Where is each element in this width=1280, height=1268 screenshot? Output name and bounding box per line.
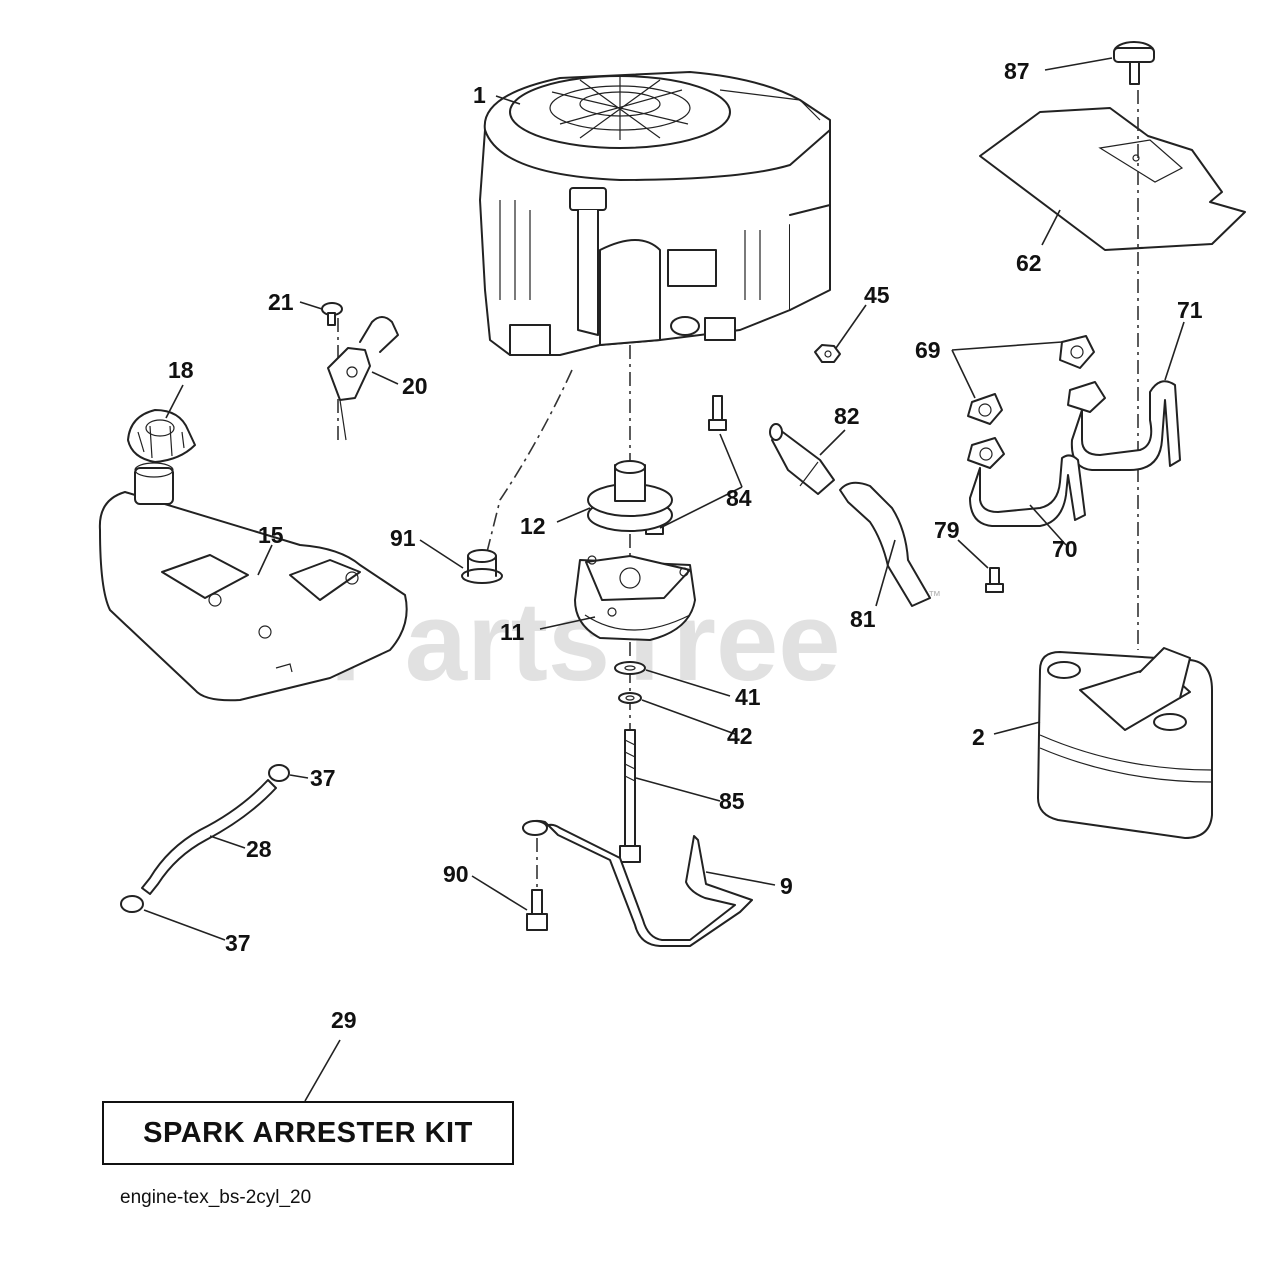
bracket-rod-9: [522, 819, 753, 947]
callout-28: 28: [246, 836, 272, 862]
bolt-90: [526, 889, 548, 931]
callout-21: 21: [268, 289, 294, 315]
fuel-tank-15: [98, 462, 408, 702]
callout-37-bottom: 37: [225, 930, 251, 956]
callout-11: 11: [500, 619, 525, 645]
callout-15: 15: [258, 522, 284, 548]
washer-42: [618, 692, 642, 704]
exhaust-pipe-70: [967, 437, 1086, 527]
clamp-37-top: [268, 764, 290, 782]
screw-21: [321, 302, 343, 326]
alignment-line-fuel: [484, 369, 573, 561]
callout-71: 71: [1177, 297, 1203, 323]
callout-20: 20: [402, 373, 428, 399]
callout-42: 42: [727, 723, 753, 749]
callout-41: 41: [735, 684, 761, 710]
hose-81: [839, 481, 931, 607]
muffler-2: [1037, 647, 1213, 839]
callout-91: 91: [390, 525, 416, 551]
callout-85: 85: [719, 788, 745, 814]
callout-45: 45: [864, 282, 890, 308]
callout-62: 62: [1016, 250, 1042, 276]
engine: [479, 71, 831, 356]
callout-1: 1: [473, 82, 486, 108]
spark-arrester-kit-box: SPARK ARRESTER KIT: [102, 1101, 514, 1165]
throttle-control-20: [327, 316, 399, 441]
exhaust-pipe-71: [1067, 380, 1181, 471]
callout-87: 87: [1004, 58, 1030, 84]
callout-9: 9: [780, 873, 793, 899]
gaskets-69: [967, 335, 1095, 425]
callout-69: 69: [915, 337, 941, 363]
callout-79: 79: [934, 517, 960, 543]
diagram-code: engine-tex_bs-2cyl_20: [120, 1187, 312, 1208]
fuel-cap-18: [127, 409, 196, 463]
bolt-85: [619, 729, 641, 863]
heat-shield-62: [979, 107, 1246, 251]
callout-labels: 1 87 62 21 20 45 71 69 18 82 84 12 91 15…: [168, 58, 1203, 1033]
callout-82: 82: [834, 403, 860, 429]
callout-18: 18: [168, 357, 194, 383]
pulley-12: [587, 460, 673, 532]
callout-84: 84: [726, 485, 752, 511]
electric-clutch-11: [574, 555, 696, 641]
callout-37-top: 37: [310, 765, 336, 791]
bushing-91: [461, 549, 503, 584]
callout-90: 90: [443, 861, 469, 887]
fitting-82: [769, 423, 835, 495]
callout-12: 12: [520, 513, 546, 539]
clamp-37-bottom: [120, 895, 144, 913]
nut-45: [814, 344, 841, 363]
leader-lines: [143, 57, 1185, 1102]
callout-70: 70: [1052, 536, 1078, 562]
spark-arrester-kit-label: SPARK ARRESTER KIT: [143, 1116, 473, 1149]
callout-29: 29: [331, 1007, 357, 1033]
fuel-line-28: [141, 779, 277, 895]
callout-81: 81: [850, 606, 876, 632]
watermark-trademark: ™: [928, 588, 941, 603]
washer-41: [614, 661, 646, 675]
knob-87: [1113, 41, 1155, 85]
callout-2: 2: [972, 724, 985, 750]
bolt-79: [985, 567, 1004, 593]
